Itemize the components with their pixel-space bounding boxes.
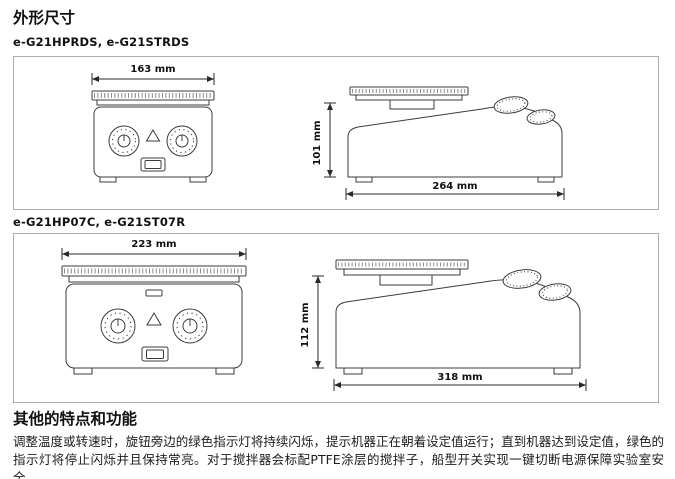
dimension-drawing-2: 223 mm bbox=[61, 239, 587, 391]
features-text: 调整温度或转速时，旋钮旁边的绿色指示灯将持续闪烁，提示机器正在朝着设定值运行；直… bbox=[13, 434, 664, 479]
height-dimension-1: 101 mm bbox=[312, 102, 336, 178]
feet-side-2 bbox=[343, 367, 573, 375]
model-heading-2: e-G21HP07C, e-G21ST07R bbox=[13, 215, 186, 229]
body-front-2 bbox=[65, 283, 243, 369]
depth-dimension-label-2: 318 mm bbox=[437, 372, 482, 383]
temperature-knob-1 bbox=[166, 125, 198, 157]
front-view-2: 223 mm bbox=[61, 239, 247, 375]
width-dimension-2: 223 mm bbox=[61, 239, 247, 260]
width-dimension-label-2: 223 mm bbox=[131, 239, 176, 250]
speed-knob-2 bbox=[100, 308, 136, 344]
top-plate-front-2 bbox=[61, 265, 247, 283]
top-plate-side-1 bbox=[349, 86, 469, 110]
side-view-1: 101 mm bbox=[312, 86, 565, 200]
height-dimension-label-1: 101 mm bbox=[312, 120, 323, 165]
body-front-1 bbox=[93, 106, 213, 178]
warning-triangle-icon-2 bbox=[146, 312, 162, 326]
front-view-1: 163 mm bbox=[91, 64, 215, 183]
features-heading: 其他的特点和功能 bbox=[13, 410, 138, 428]
feet-front-1 bbox=[99, 176, 207, 183]
dimension-drawing-box-1: 163 mm bbox=[13, 56, 659, 210]
dimension-drawing-1: 163 mm bbox=[91, 64, 565, 200]
top-plate-front-1 bbox=[91, 90, 215, 106]
height-dimension-2: 112 mm bbox=[300, 275, 324, 369]
side-knobs-1 bbox=[493, 96, 556, 125]
depth-dimension-2: 318 mm bbox=[333, 372, 587, 391]
side-view-2: 112 mm bbox=[300, 259, 587, 391]
temperature-knob-2 bbox=[172, 308, 208, 344]
feet-side-1 bbox=[355, 176, 555, 183]
speed-knob-1 bbox=[108, 125, 140, 157]
depth-dimension-1: 264 mm bbox=[345, 181, 565, 200]
power-switch-front-1 bbox=[140, 157, 166, 172]
dimension-drawing-box-2: 223 mm bbox=[13, 233, 659, 403]
height-dimension-label-2: 112 mm bbox=[300, 302, 311, 347]
top-plate-side-2 bbox=[335, 259, 469, 286]
side-knobs-2 bbox=[502, 269, 572, 301]
warning-triangle-icon-1 bbox=[145, 129, 161, 142]
depth-dimension-label-1: 264 mm bbox=[432, 181, 477, 192]
width-dimension-1: 163 mm bbox=[91, 64, 215, 85]
power-switch-front-2 bbox=[141, 346, 169, 362]
model-heading-1: e-G21HPRDS, e-G21STRDS bbox=[13, 35, 190, 49]
width-dimension-label-1: 163 mm bbox=[130, 64, 175, 75]
page-title: 外形尺寸 bbox=[13, 9, 76, 27]
feet-front-2 bbox=[73, 367, 235, 375]
